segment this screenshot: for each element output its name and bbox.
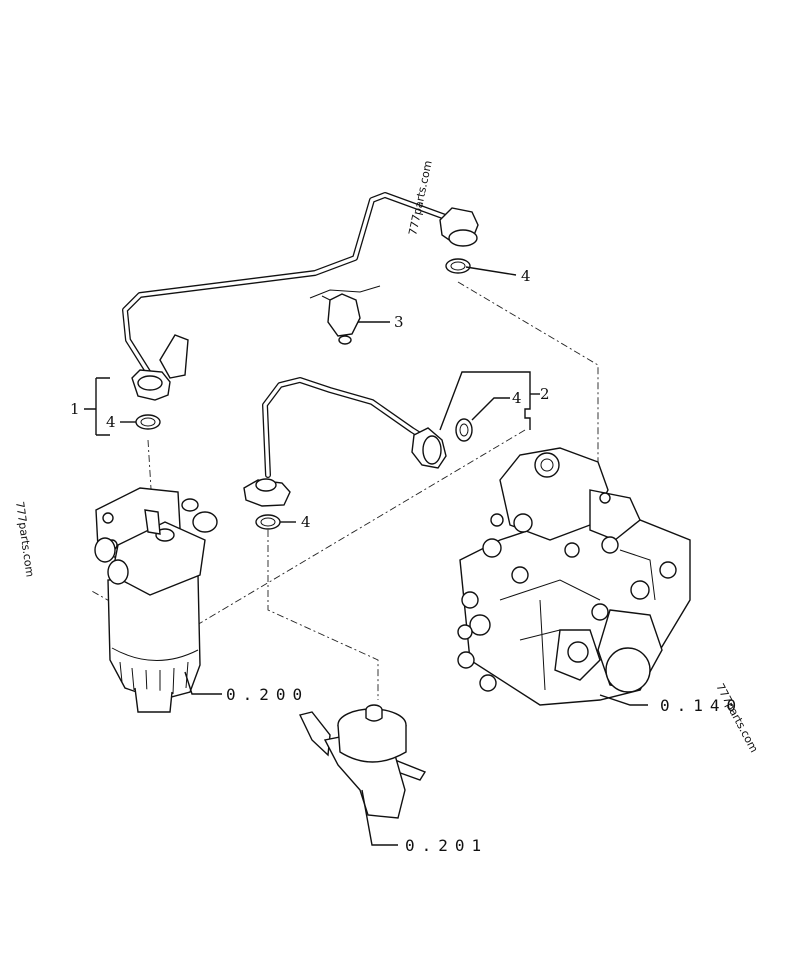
callout-2: 2 — [540, 385, 550, 403]
injection-pump — [457, 447, 691, 706]
watermark-top: 777parts.com — [406, 159, 435, 236]
callout-4-right: 4 — [512, 389, 522, 407]
ref-feed-pump: 0.201 — [405, 836, 488, 855]
ref-injection-pump: 0.140 — [660, 696, 743, 715]
washers — [135, 258, 473, 530]
feed-pump — [298, 704, 427, 819]
ref-filter: 0.200 — [226, 685, 309, 704]
clip-part — [309, 285, 381, 345]
fuel-line-upper — [122, 192, 479, 401]
reference-labels: 0.200 0.140 0.201 — [226, 685, 743, 855]
fuel-line-lower — [243, 377, 447, 507]
fuel-filter — [94, 487, 218, 713]
callout-4-top: 4 — [521, 267, 531, 285]
callout-3: 3 — [394, 313, 404, 331]
callout-1: 1 — [70, 400, 80, 418]
callout-4-middle: 4 — [301, 513, 311, 531]
leader-lines — [84, 266, 648, 846]
callout-labels: 1 2 3 4 4 4 4 4 — [70, 267, 550, 531]
watermark-left: 777parts.com — [13, 501, 36, 578]
watermark-right: 777parts.com — [713, 681, 760, 754]
callout-4-left: 4 — [106, 413, 116, 431]
